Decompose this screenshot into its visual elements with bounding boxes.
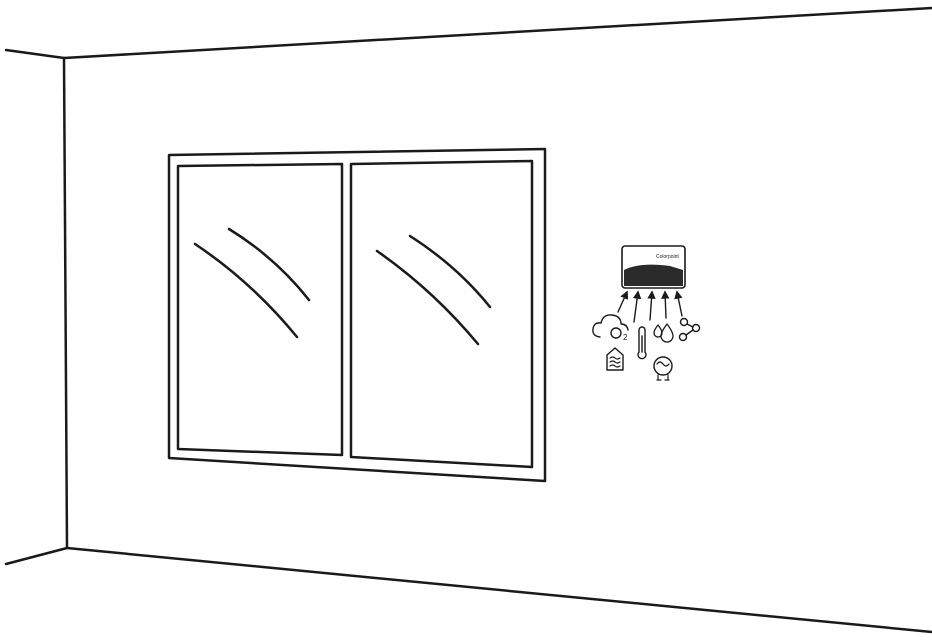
floor-line bbox=[65, 546, 932, 634]
thermometer-icon bbox=[637, 326, 647, 360]
air-quality-device: Colorpoint bbox=[621, 245, 686, 289]
sensor-arrow bbox=[617, 290, 629, 313]
device-body bbox=[621, 245, 686, 289]
ceiling-line bbox=[62, 6, 932, 60]
sensor-arrow bbox=[632, 290, 642, 323]
device-front-panel bbox=[624, 264, 683, 286]
cloud-co2-icon: 2 bbox=[592, 314, 629, 342]
water-drops-icon bbox=[653, 323, 674, 343]
sensor-arrow bbox=[647, 290, 656, 321]
sensor-icons: 2 bbox=[592, 314, 701, 381]
window-right-pane bbox=[349, 159, 534, 469]
co2-label: 2 bbox=[623, 333, 628, 342]
window-left-pane bbox=[176, 162, 344, 457]
network-share-icon bbox=[678, 317, 701, 342]
left-floor-corner bbox=[4, 546, 69, 566]
sound-face-icon bbox=[653, 356, 673, 381]
device-brand-label: Colorpoint bbox=[656, 254, 679, 260]
room-edges bbox=[4, 6, 932, 634]
right-pane-reflection-1 bbox=[408, 234, 492, 309]
left-pane-reflection-1 bbox=[227, 227, 311, 302]
sensor-arrow bbox=[661, 290, 670, 319]
right-pane-reflection-2 bbox=[375, 249, 480, 346]
window bbox=[167, 147, 547, 483]
left-pane-reflection-2 bbox=[193, 242, 299, 339]
sensor-arrow bbox=[674, 290, 683, 317]
left-ceiling-corner bbox=[4, 48, 66, 60]
house-air-icon bbox=[606, 347, 624, 371]
window-outer-frame bbox=[167, 147, 547, 483]
wall-corner-line bbox=[62, 56, 69, 550]
sensor-arrows bbox=[617, 290, 683, 323]
